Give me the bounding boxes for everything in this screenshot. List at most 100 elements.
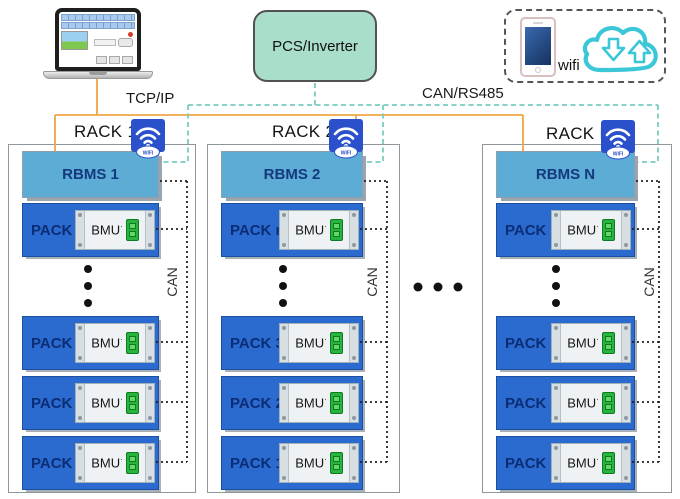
pack-label: PACK 2: [505, 394, 559, 412]
pack-box: PACK n BMU·: [221, 203, 363, 257]
bmu-unit: BMU·: [279, 383, 359, 423]
bmu-mount-strip: [621, 384, 630, 422]
bmu-unit: BMU·: [551, 383, 631, 423]
battery-connector-icon: [125, 219, 139, 241]
bmu-unit: BMU·: [279, 210, 359, 250]
bmu-mount-strip: [621, 324, 630, 362]
laptop-base: [43, 71, 153, 79]
rack-title: RACK 1: [74, 122, 138, 141]
pack-label: PACK 2: [31, 394, 85, 412]
pack-box: PACK 3 BMU·: [221, 316, 363, 370]
pack-box: PACK 3 BMU·: [496, 316, 635, 370]
wifi-badge-icon: WIFI: [329, 119, 363, 159]
close-icon: [128, 32, 133, 37]
bmu-label: BMU·: [567, 335, 599, 351]
remote-monitoring-box: wifi: [504, 9, 666, 83]
battery-connector-icon: [601, 219, 615, 241]
pcs-inverter-box: PCS/Inverter: [253, 10, 377, 82]
laptop-toolbar: [61, 14, 135, 21]
bmu-unit: BMU·: [279, 443, 359, 483]
battery-connector-icon: [329, 452, 343, 474]
wifi-label: wifi: [558, 57, 580, 74]
bmu-mount-strip: [280, 444, 289, 482]
battery-connector-icon: [601, 392, 615, 414]
bmu-label: BMU·: [91, 335, 123, 351]
bmu-mount-strip: [349, 384, 358, 422]
bmu-mount-strip: [76, 384, 85, 422]
wifi-badge-icon: WIFI: [131, 119, 165, 159]
can-bus-label: CAN: [641, 267, 657, 297]
battery-connector-icon: [329, 392, 343, 414]
download-arrow-icon: [601, 37, 626, 62]
bmu-mount-strip: [552, 324, 561, 362]
rack-panel-2: RBMS 2 PACK n BMU· PACK 3 BMU·: [207, 144, 400, 493]
laptop-button: [118, 38, 133, 47]
bmu-mount-strip: [552, 211, 561, 249]
battery-connector-icon: [329, 332, 343, 354]
bmu-mount-strip: [280, 324, 289, 362]
rack-ellipsis-dots: [413, 282, 463, 292]
bmu-mount-strip: [552, 444, 561, 482]
battery-connector-icon: [125, 452, 139, 474]
pack-label: PACK n: [31, 221, 86, 239]
bmu-unit: BMU·: [75, 443, 155, 483]
bmu-mount-strip: [349, 444, 358, 482]
bmu-mount-strip: [76, 211, 85, 249]
rbms-label: RBMS N: [535, 166, 596, 183]
can-bus-label: CAN: [164, 267, 180, 297]
bmu-label: BMU·: [567, 395, 599, 411]
pack-label: PACK 2: [230, 394, 284, 412]
battery-connector-icon: [601, 332, 615, 354]
pack-box: PACK n BMU·: [22, 203, 159, 257]
rack-panel-1: RBMS 1 PACK n BMU· PACK 3 BMU·: [8, 144, 196, 493]
bmu-label: BMU·: [91, 222, 123, 238]
bmu-mount-strip: [552, 384, 561, 422]
laptop-screen: [55, 8, 141, 71]
svg-text:WIFI: WIFI: [613, 152, 624, 158]
smartphone-icon: [520, 17, 556, 77]
pack-box: PACK 3 BMU·: [22, 316, 159, 370]
pack-box: PACK 2 BMU·: [22, 376, 159, 430]
laptop-toolbar: [61, 22, 135, 29]
pack-label: PACK n: [230, 221, 285, 239]
pcs-inverter-label: PCS/Inverter: [272, 37, 358, 55]
pack-box: PACK 2 BMU·: [221, 376, 363, 430]
bmu-mount-strip: [349, 211, 358, 249]
bmu-label: BMU·: [91, 455, 123, 471]
wifi-badge-icon: WIFI: [601, 120, 635, 160]
pack-box: PACK n BMU·: [496, 203, 635, 257]
rbms-box: RBMS 1: [22, 151, 159, 198]
bmu-mount-strip: [145, 211, 154, 249]
battery-connector-icon: [125, 392, 139, 414]
bmu-unit: BMU·: [551, 443, 631, 483]
rack-title: RACK 2: [272, 122, 336, 141]
pack-label: PACK 3: [230, 334, 284, 352]
bmu-label: BMU·: [295, 455, 327, 471]
bmu-mount-strip: [621, 444, 630, 482]
pack-box: PACK 1 BMU·: [221, 436, 363, 490]
bmu-unit: BMU·: [279, 323, 359, 363]
bmu-unit: BMU·: [75, 323, 155, 363]
upload-arrow-icon: [627, 39, 652, 64]
svg-text:WIFI: WIFI: [143, 151, 154, 157]
pack-label: PACK 1: [31, 454, 85, 472]
pack-label: PACK n: [505, 221, 560, 239]
laptop-input-field: [94, 39, 116, 46]
bmu-mount-strip: [280, 211, 289, 249]
bmu-mount-strip: [76, 444, 85, 482]
bmu-mount-strip: [280, 384, 289, 422]
laptop-thumbnail-image: [61, 31, 88, 50]
svg-text:WIFI: WIFI: [341, 151, 352, 157]
battery-connector-icon: [125, 332, 139, 354]
battery-connector-icon: [601, 452, 615, 474]
laptop-button-row: [96, 56, 133, 64]
rack-panel-n: RBMS N PACK n BMU· PACK 3 BMU·: [482, 144, 672, 493]
bmu-mount-strip: [145, 324, 154, 362]
pack-box: PACK 2 BMU·: [496, 376, 635, 430]
battery-connector-icon: [329, 219, 343, 241]
bmu-label: BMU·: [295, 222, 327, 238]
bmu-unit: BMU·: [551, 323, 631, 363]
bmu-label: BMU·: [567, 455, 599, 471]
rbms-label: RBMS 2: [263, 166, 321, 183]
pack-label: PACK 3: [505, 334, 559, 352]
